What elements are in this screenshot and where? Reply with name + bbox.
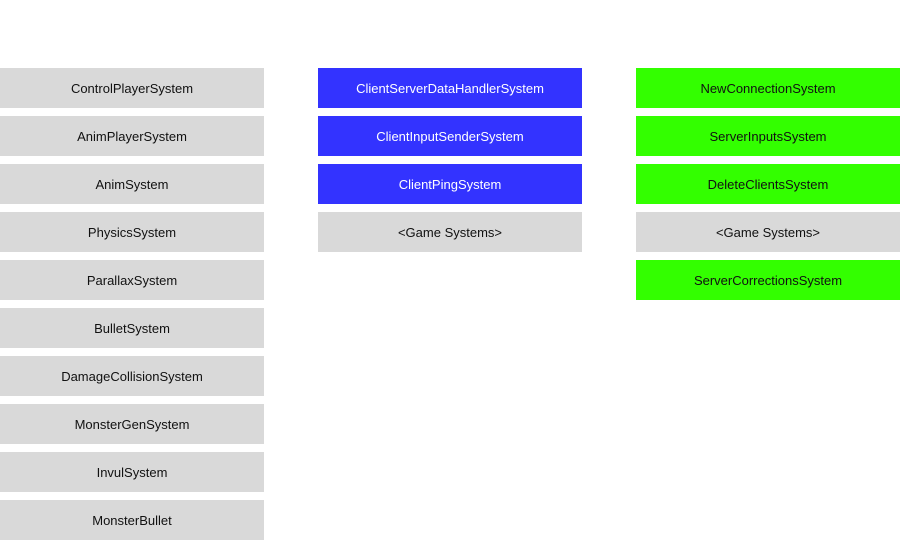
system-box-server-inputs: ServerInputsSystem <box>636 116 900 156</box>
system-label: DamageCollisionSystem <box>61 368 203 384</box>
system-label: ClientPingSystem <box>398 176 502 192</box>
system-label: NewConnectionSystem <box>700 80 836 96</box>
system-box-server-game-systems: <Game Systems> <box>636 212 900 252</box>
system-label: <Game Systems> <box>397 224 503 240</box>
system-box-parallax: ParallaxSystem <box>0 260 264 300</box>
system-box-delete-clients: DeleteClientsSystem <box>636 164 900 204</box>
server-systems-column: NewConnectionSystem ServerInputsSystem D… <box>636 68 900 300</box>
system-label: ClientServerDataHandlerSystem <box>356 80 544 96</box>
system-box-client-ping: ClientPingSystem <box>318 164 582 204</box>
system-label: ServerInputsSystem <box>709 128 827 144</box>
system-box-control-player: ControlPlayerSystem <box>0 68 264 108</box>
system-box-bullet: BulletSystem <box>0 308 264 348</box>
system-box-invul: InvulSystem <box>0 452 264 492</box>
system-box-damage-collision: DamageCollisionSystem <box>0 356 264 396</box>
system-label: BulletSystem <box>94 320 170 336</box>
system-label: PhysicsSystem <box>87 224 177 240</box>
client-systems-column: ClientServerDataHandlerSystem ClientInpu… <box>318 68 582 252</box>
system-label: ServerCorrectionsSystem <box>693 272 843 288</box>
system-box-physics: PhysicsSystem <box>0 212 264 252</box>
system-box-server-corrections: ServerCorrectionsSystem <box>636 260 900 300</box>
system-label: ControlPlayerSystem <box>70 80 194 96</box>
system-box-monster-bullet: MonsterBullet <box>0 500 264 540</box>
system-label: ClientInputSenderSystem <box>376 128 524 144</box>
system-box-client-server-data-handler: ClientServerDataHandlerSystem <box>318 68 582 108</box>
system-label: InvulSystem <box>96 464 168 480</box>
system-label: DeleteClientsSystem <box>707 176 829 192</box>
system-box-anim: AnimSystem <box>0 164 264 204</box>
system-label: MonsterBullet <box>92 512 172 528</box>
system-box-anim-player: AnimPlayerSystem <box>0 116 264 156</box>
system-box-client-game-systems: <Game Systems> <box>318 212 582 252</box>
system-label: <Game Systems> <box>715 224 821 240</box>
system-label: ParallaxSystem <box>86 272 178 288</box>
system-box-monster-gen: MonsterGenSystem <box>0 404 264 444</box>
system-label: MonsterGenSystem <box>74 416 190 432</box>
system-label: AnimPlayerSystem <box>77 128 187 144</box>
system-box-new-connection: NewConnectionSystem <box>636 68 900 108</box>
system-box-client-input-sender: ClientInputSenderSystem <box>318 116 582 156</box>
game-systems-column: ControlPlayerSystem AnimPlayerSystem Ani… <box>0 68 264 540</box>
system-label: AnimSystem <box>95 176 169 192</box>
